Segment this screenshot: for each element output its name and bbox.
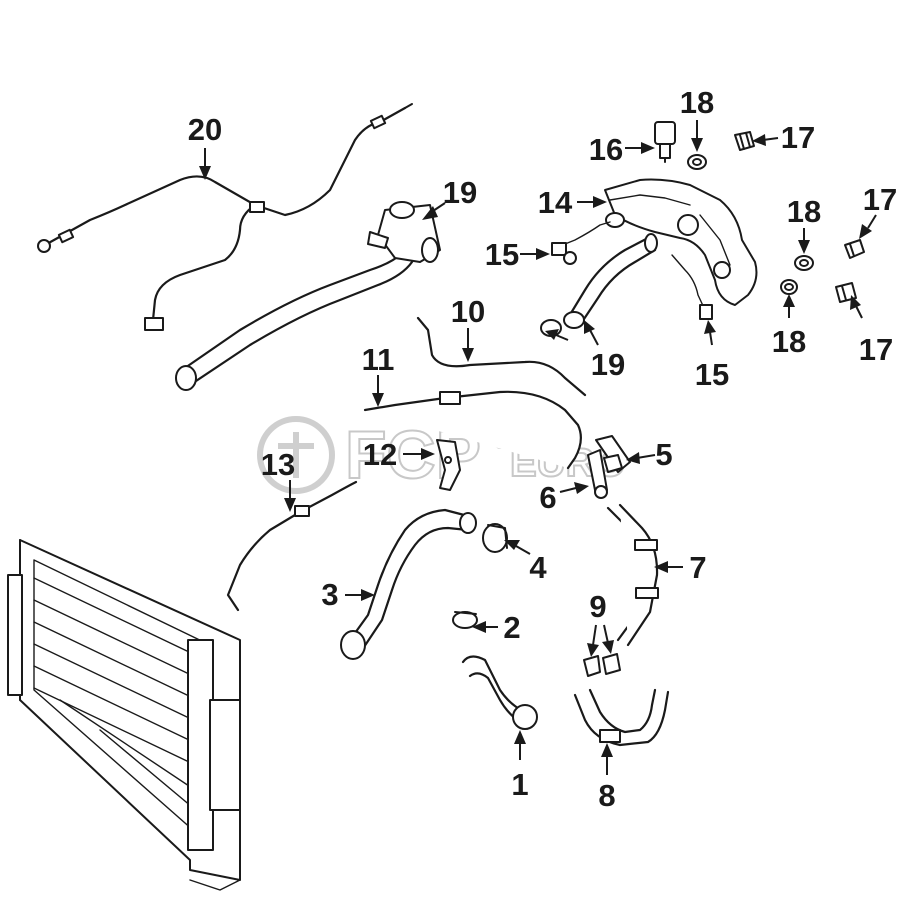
callout-14: 14 [538, 185, 573, 220]
part-19-coolant-pipe-upper [175, 201, 441, 391]
callout-leaders [199, 120, 877, 775]
part-6-connector [587, 449, 608, 499]
callout-2: 2 [503, 610, 520, 645]
part-1-lower-hose [461, 655, 538, 730]
part-14-coolant-manifold [604, 178, 758, 306]
part-15-sensor-harness [551, 221, 713, 320]
callout-17-bottom: 17 [859, 332, 893, 367]
part-12-bracket [436, 439, 461, 491]
callout-19-lower: 19 [591, 347, 625, 382]
radiator [7, 539, 241, 891]
part-2-hose-clamp [452, 611, 478, 629]
callout-16: 16 [589, 132, 623, 167]
part-18-o-rings [687, 154, 814, 295]
callout-9: 9 [589, 589, 606, 624]
callout-8: 8 [598, 778, 615, 813]
part-17-plugs [734, 131, 865, 303]
callout-18-middle: 18 [787, 194, 821, 229]
callout-17-top: 17 [781, 120, 815, 155]
callout-20: 20 [188, 112, 222, 147]
part-3-radiator-hose [340, 508, 477, 660]
callout-18-top: 18 [680, 85, 714, 120]
part-9-clamps [583, 653, 621, 677]
callout-3: 3 [321, 577, 338, 612]
callout-11: 11 [362, 342, 395, 377]
callout-19-upper: 19 [443, 175, 477, 210]
part-16-temperature-sensor [654, 121, 676, 163]
part-8-coolant-pipe [573, 688, 670, 747]
callout-labels: 20 19 10 11 12 13 3 4 2 1 5 6 7 9 8 14 1… [188, 85, 897, 813]
callout-15-bottom: 15 [695, 357, 729, 392]
callout-13: 13 [261, 447, 295, 482]
part-7-coolant-pipe [606, 503, 659, 647]
part-13-hose [226, 480, 358, 612]
part-10-hose [416, 316, 587, 397]
part-20-vent-hose [37, 103, 413, 331]
callout-1: 1 [511, 767, 528, 802]
part-5-connector [595, 435, 631, 473]
callout-18-bottom: 18 [772, 324, 806, 359]
part-4-hose-clamp [482, 523, 508, 553]
callout-10: 10 [451, 294, 485, 329]
part-11-hose [363, 390, 582, 470]
callout-6: 6 [539, 480, 556, 515]
callout-4: 4 [529, 550, 547, 585]
callout-7: 7 [689, 550, 706, 585]
callout-17-middle: 17 [863, 182, 897, 217]
part-19-coolant-hose-lower [540, 233, 658, 337]
callout-5: 5 [655, 437, 672, 472]
callout-15-left: 15 [485, 237, 519, 272]
callout-12: 12 [363, 437, 397, 472]
